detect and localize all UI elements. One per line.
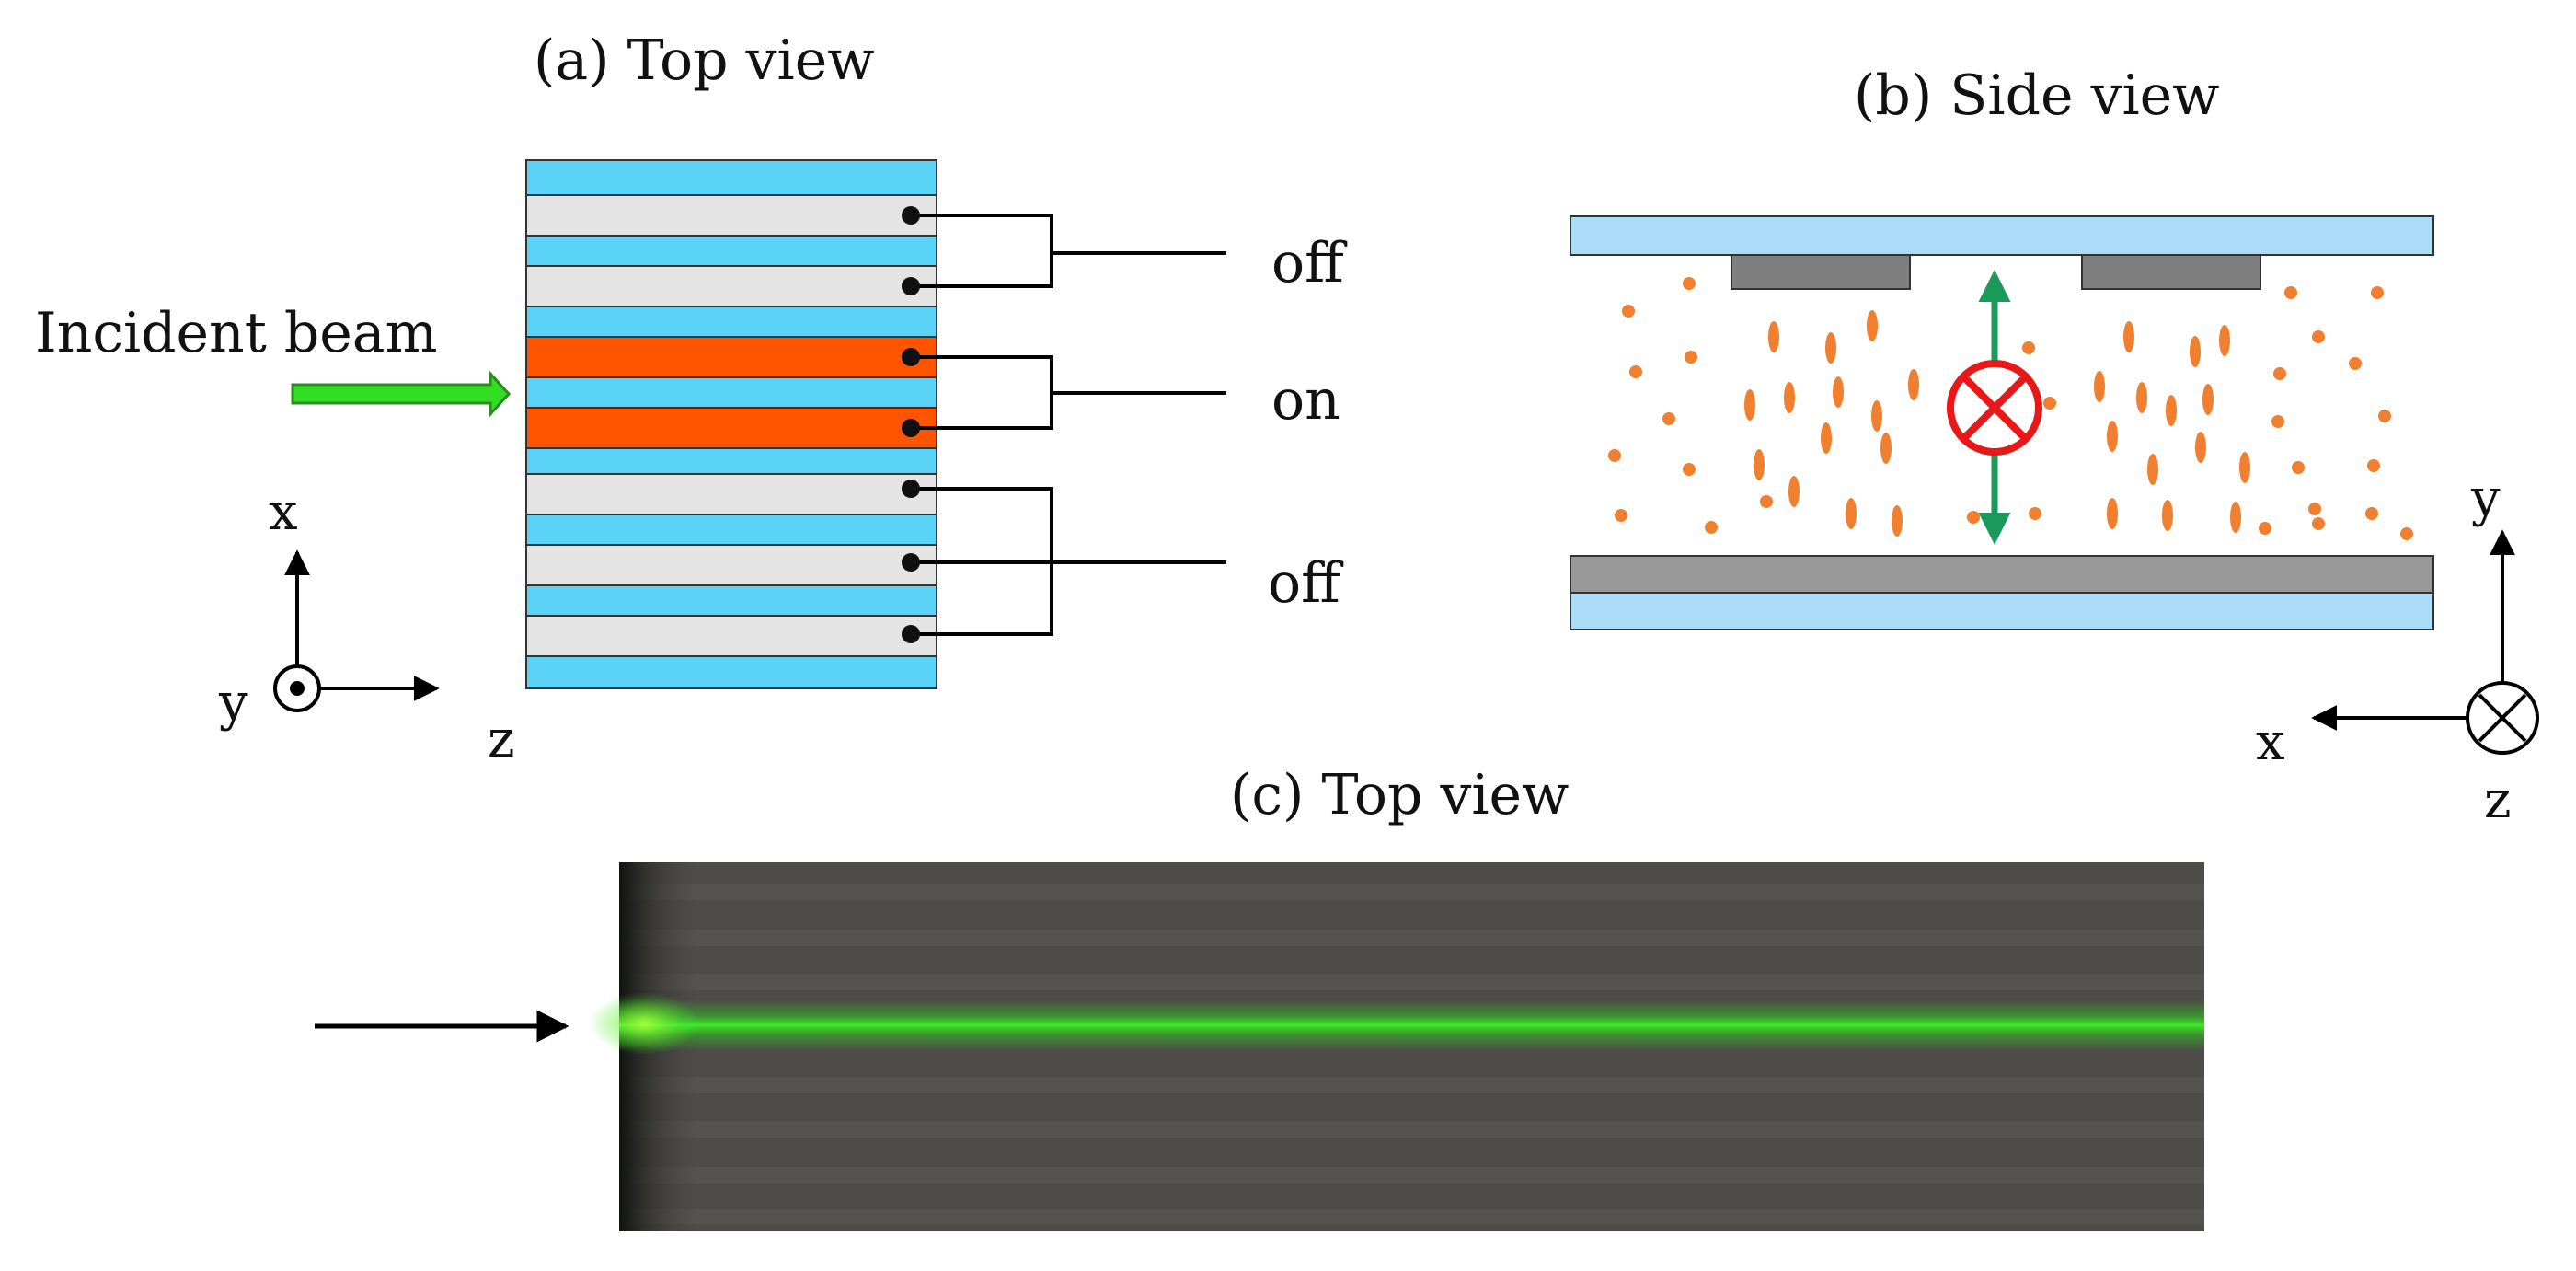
contact-dot <box>902 419 920 437</box>
green-beam <box>619 999 2204 1051</box>
electrode-strip-off <box>525 544 937 586</box>
contact-dots <box>902 206 920 643</box>
axis-label-y: y <box>2470 468 2501 528</box>
group-3-state-label: off <box>1268 551 1344 616</box>
axis-label-y: y <box>218 673 248 733</box>
electrode-strip-off <box>525 615 937 657</box>
group-1-state-label: off <box>1271 231 1348 295</box>
top-electrode <box>2081 254 2261 290</box>
electrode-stack <box>525 159 937 689</box>
bottom-electrode-layer <box>1570 555 2434 594</box>
electrode-strip-off <box>525 265 937 307</box>
wiring <box>911 214 1226 636</box>
electrode-strip-off <box>525 194 937 237</box>
panel-a: (a) Top view of <box>35 29 1348 769</box>
beam-entry-glow <box>589 992 699 1055</box>
liquid-crystal-molecules <box>1608 277 2413 540</box>
into-plane-axis-icon <box>2466 681 2539 755</box>
electrode-strip-on <box>525 407 937 449</box>
contact-dot <box>902 553 920 572</box>
into-plane-axis-icon <box>1947 360 2042 456</box>
panel-b-title: (b) Side view <box>1854 64 2220 128</box>
incident-beam-label: Incident beam <box>35 301 437 365</box>
panel-a-title: (a) Top view <box>534 29 875 93</box>
group-2-state-label: on <box>1271 368 1340 433</box>
axis-indicator-a: x y z <box>218 482 515 769</box>
right-arrow-icon <box>291 370 512 418</box>
wire-group-1 <box>911 214 1053 288</box>
top-electrode <box>1731 254 1911 290</box>
contact-dot <box>902 348 920 366</box>
panel-c-title: (c) Top view <box>1230 763 1569 827</box>
beam-photo <box>589 862 2204 1231</box>
panel-b: (b) Side view <box>1570 64 2539 830</box>
electrode-strip-on <box>525 336 937 378</box>
bottom-glass-plate <box>1570 592 2434 630</box>
top-glass-plate <box>1570 215 2434 256</box>
axis-indicator-b: y x z <box>2256 468 2539 830</box>
axis-label-z: z <box>2484 770 2512 830</box>
contact-dot <box>902 480 920 498</box>
contact-dot <box>902 206 920 225</box>
contact-dot <box>902 625 920 643</box>
panel-c: (c) Top view <box>315 763 2204 1231</box>
axis-label-z: z <box>488 710 515 769</box>
axis-label-x: x <box>269 482 298 542</box>
out-of-plane-axis-icon <box>273 664 321 712</box>
axis-label-x: x <box>2256 712 2285 772</box>
photo-stripes <box>619 884 2204 1224</box>
contact-dot <box>902 277 920 295</box>
electrode-strip-off <box>525 473 937 515</box>
